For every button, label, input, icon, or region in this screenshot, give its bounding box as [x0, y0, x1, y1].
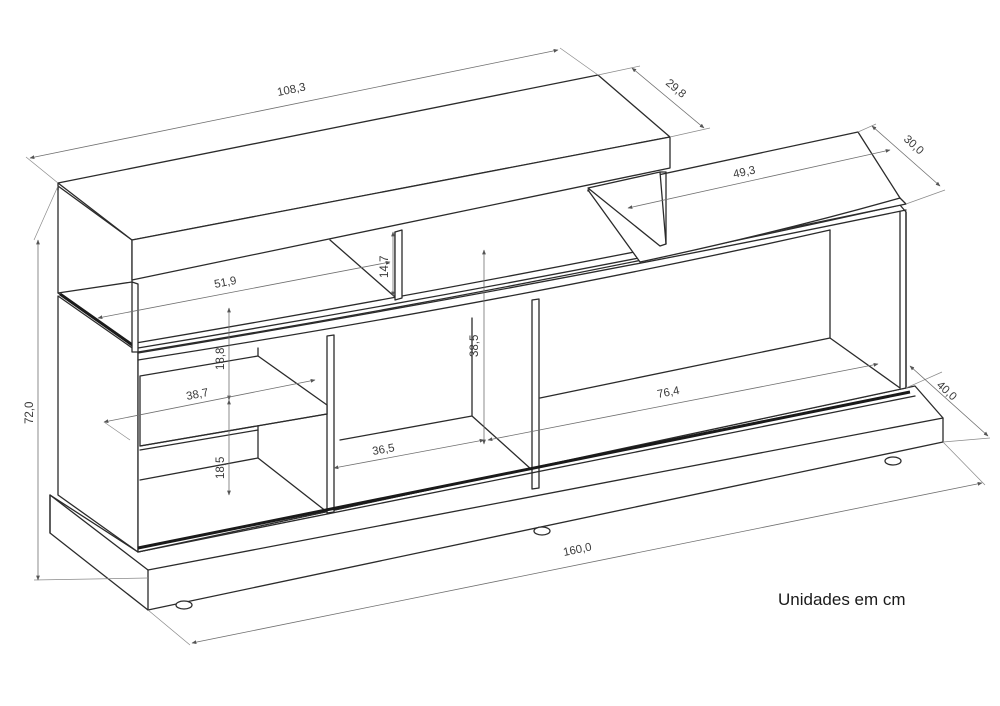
label-center-height: 38,5	[469, 335, 481, 357]
dimension-labels: 108,3 29,8 49,3 30,0 14,7 51,9 38,5 18,8…	[24, 77, 959, 559]
tv-rack-outline	[49, 74, 944, 611]
label-left-shelf-width: 38,7	[185, 387, 209, 403]
units-caption: Unidades em cm	[778, 590, 906, 609]
label-back-panel-width: 49,3	[732, 165, 756, 181]
label-left-niche-width: 51,9	[213, 275, 237, 291]
label-lower-left-height: 18,5	[215, 457, 227, 479]
label-top-shelf-width: 108,3	[276, 81, 307, 98]
label-top-gap-height: 14,7	[379, 256, 391, 278]
top-shelf-board	[57, 74, 671, 281]
label-right-niche-width: 76,4	[656, 385, 681, 401]
label-base-depth: 40,0	[934, 379, 959, 403]
label-rear-depth: 30,0	[901, 133, 926, 157]
dimension-lines	[25, 47, 991, 646]
label-center-niche-width: 36,5	[371, 442, 395, 458]
label-total-height: 72,0	[24, 402, 36, 424]
label-upper-left-height: 18,8	[215, 348, 227, 370]
label-total-width: 160,0	[562, 541, 593, 558]
